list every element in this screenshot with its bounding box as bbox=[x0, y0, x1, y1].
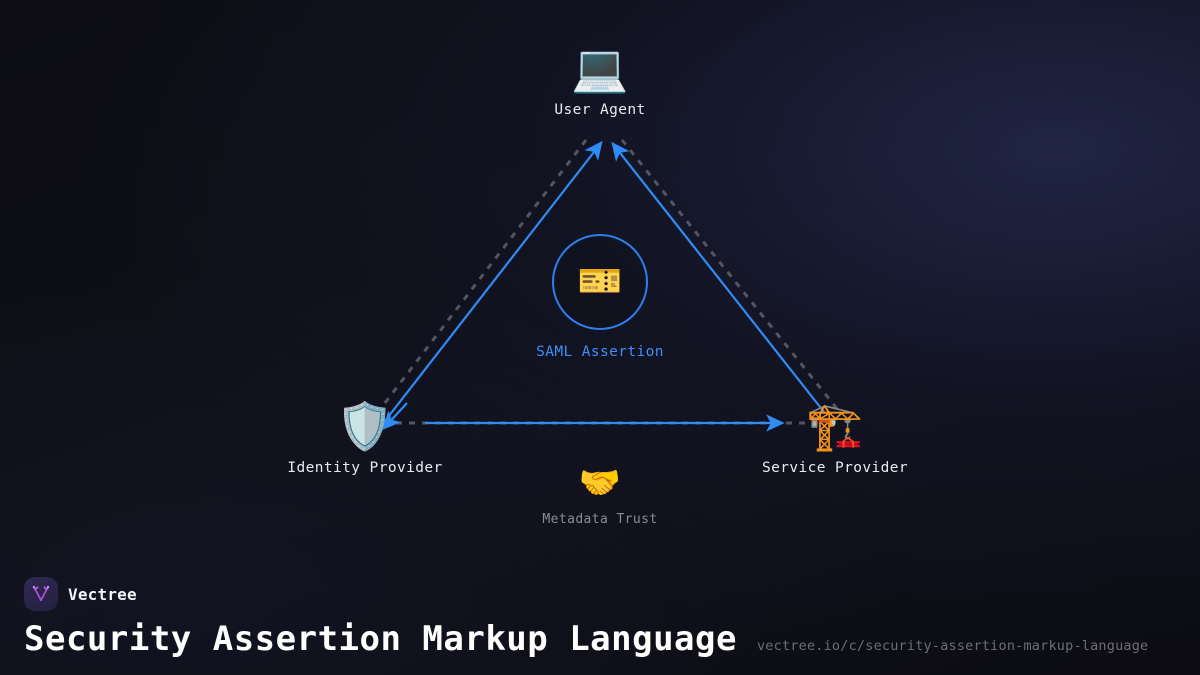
ticket-icon: 🎫 bbox=[577, 261, 623, 302]
node-service-provider-label: Service Provider bbox=[761, 460, 909, 476]
brand-name: Vectree bbox=[68, 584, 137, 604]
shield-icon: 🛡️ bbox=[336, 399, 394, 453]
page-url: vectree.io/c/security-assertion-markup-l… bbox=[756, 638, 1149, 654]
laptop-icon: 💻 bbox=[571, 41, 629, 95]
node-service-provider[interactable]: 🏗️ Service Provider bbox=[705, 398, 965, 476]
node-identity-provider-label: Identity Provider bbox=[287, 460, 443, 476]
vectree-logo-icon bbox=[24, 577, 58, 611]
title-row: Security Assertion Markup Language vectr… bbox=[24, 619, 1176, 659]
saml-assertion-label: SAML Assertion bbox=[536, 344, 664, 360]
metadata-trust-label: Metadata Trust bbox=[542, 512, 658, 527]
handshake-icon: 🤝 bbox=[578, 463, 622, 503]
diagram-stage: 💻 User Agent 🛡️ Identity Provider 🏗️ Ser… bbox=[235, 40, 965, 527]
brand-row: Vectree bbox=[24, 577, 1176, 611]
saml-assertion-ring: 🎫 bbox=[552, 234, 648, 330]
footer: Vectree Security Assertion Markup Langua… bbox=[0, 577, 1200, 675]
node-metadata-trust[interactable]: 🤝 Metadata Trust bbox=[470, 462, 730, 527]
construction-crane-icon: 🏗️ bbox=[806, 399, 864, 453]
node-saml-assertion[interactable]: 🎫 SAML Assertion bbox=[470, 234, 730, 360]
node-user-agent-label: User Agent bbox=[554, 102, 646, 118]
page-title: Security Assertion Markup Language bbox=[24, 619, 737, 659]
node-identity-provider[interactable]: 🛡️ Identity Provider bbox=[235, 398, 495, 476]
node-user-agent[interactable]: 💻 User Agent bbox=[470, 40, 730, 118]
